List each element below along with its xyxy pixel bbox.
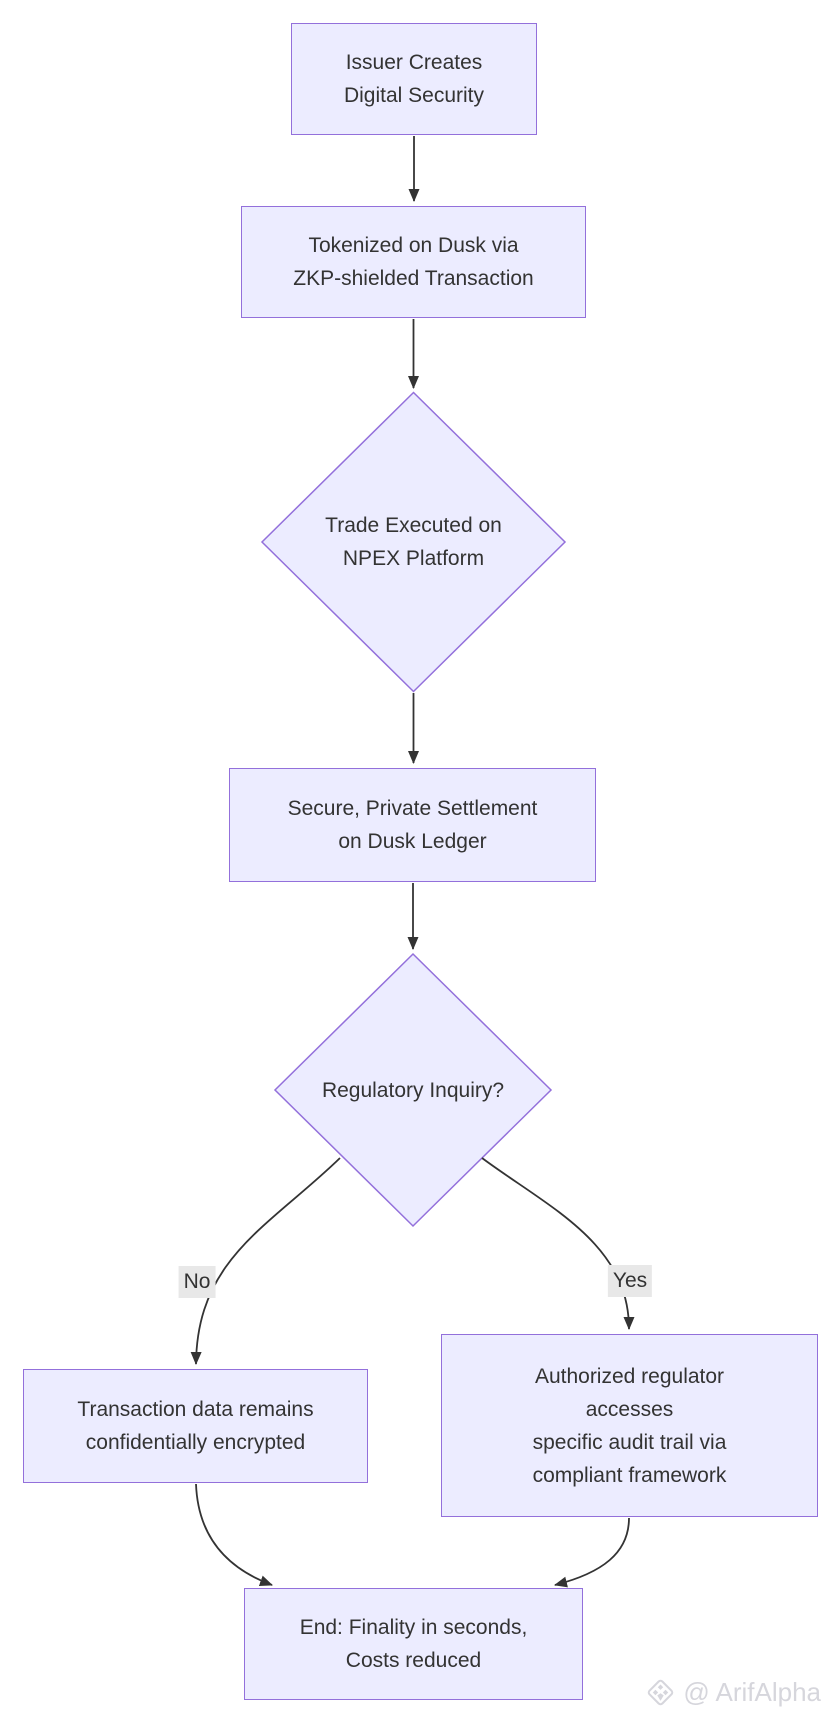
edge-no-branch-to-end	[195, 1483, 273, 1586]
node-tokenized-line1: Tokenized on Dusk via	[308, 234, 519, 257]
node-yes-branch: Authorized regulator accesses specific a…	[441, 1334, 818, 1517]
node-tokenized: Tokenized on Dusk via ZKP-shielded Trans…	[241, 206, 586, 318]
watermark-text: @ ArifAlpha	[683, 1677, 821, 1707]
edge-label-no: No	[178, 1266, 216, 1298]
node-settlement-line2: on Dusk Ledger	[338, 830, 487, 853]
watermark: @ ArifAlpha	[645, 1677, 821, 1708]
edge-inquiry-yes	[481, 1157, 635, 1330]
node-settlement-line1: Secure, Private Settlement	[287, 797, 538, 820]
node-no-branch-line1: Transaction data remains	[77, 1398, 314, 1421]
node-end-line2: Costs reduced	[345, 1649, 482, 1672]
node-end: End: Finality in seconds, Costs reduced	[244, 1588, 583, 1700]
node-issuer-line2: Digital Security	[343, 84, 485, 107]
node-settlement: Secure, Private Settlement on Dusk Ledge…	[229, 768, 596, 882]
node-yes-branch-line2: accesses	[585, 1397, 674, 1421]
gem-logo-icon	[648, 1679, 674, 1706]
node-yes-branch-line4: compliant framework	[532, 1463, 727, 1487]
decision-inquiry-shape	[273, 952, 553, 1228]
node-issuer: Issuer Creates Digital Security	[291, 23, 537, 135]
node-no-branch: Transaction data remains confidentially …	[23, 1369, 368, 1483]
node-no-branch-line2: confidentially encrypted	[85, 1431, 306, 1454]
edge-yes-branch-to-end	[554, 1517, 630, 1588]
node-yes-branch-line3: specific audit trail via	[532, 1430, 727, 1454]
node-issuer-line1: Issuer Creates	[345, 51, 483, 74]
edge-inquiry-no	[190, 1157, 341, 1365]
node-tokenized-line2: ZKP-shielded Transaction	[293, 267, 534, 290]
node-end-line1: End: Finality in seconds,	[299, 1616, 528, 1639]
node-yes-branch-line1: Authorized regulator	[534, 1364, 725, 1388]
edge-label-yes: Yes	[607, 1265, 653, 1297]
decision-trade-shape	[260, 391, 567, 693]
